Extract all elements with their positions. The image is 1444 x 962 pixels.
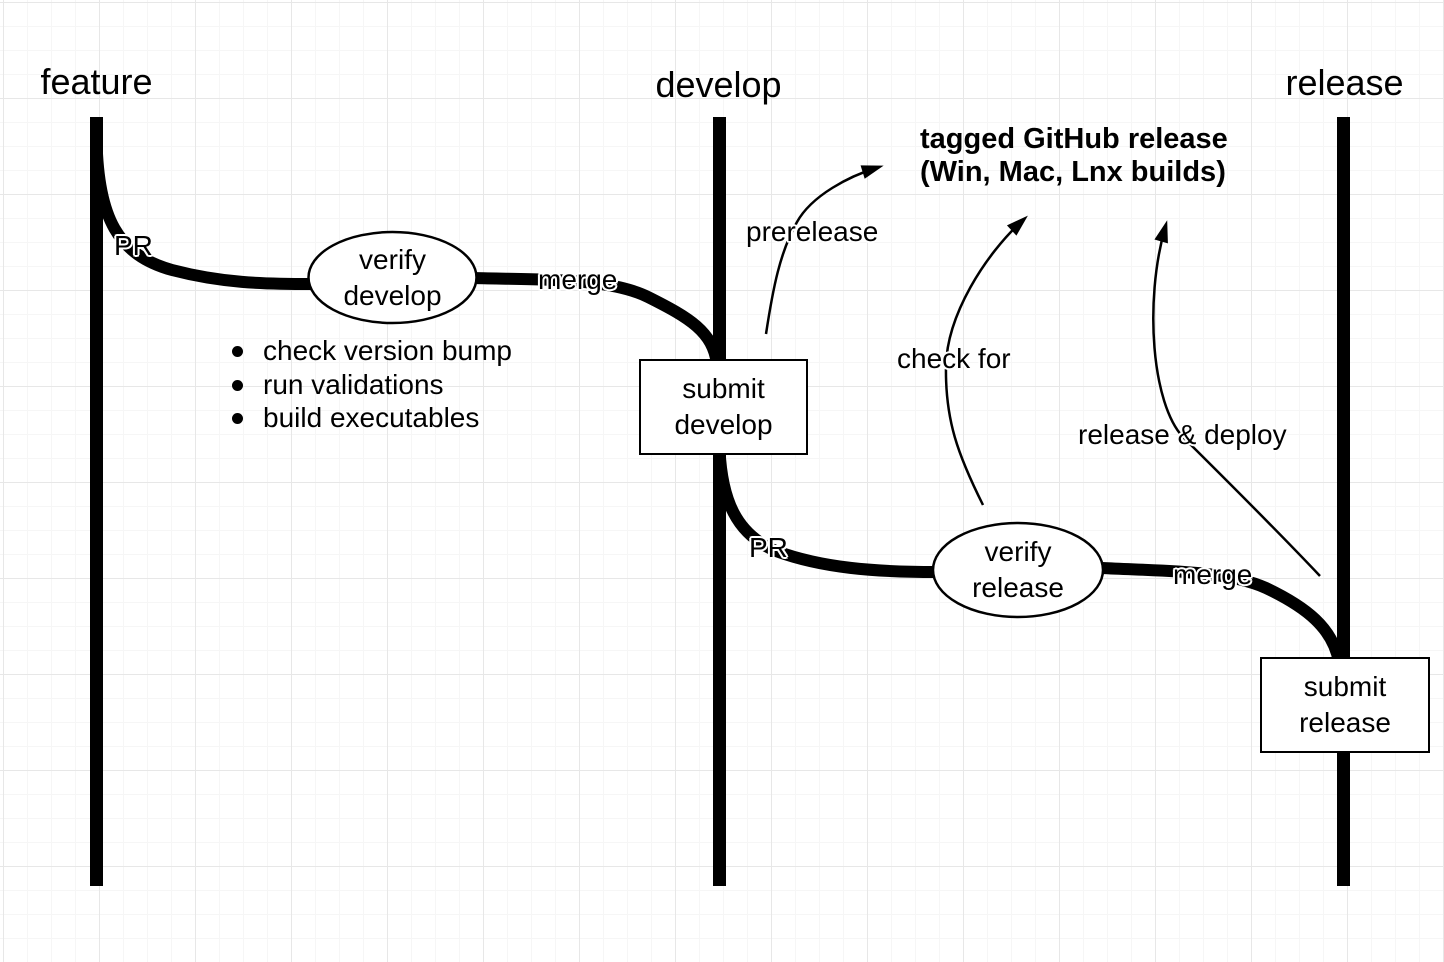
- release-deploy-arrow: [1152, 220, 1321, 577]
- verify-develop-ellipse: [307, 230, 478, 325]
- pr-label-feature: PR: [114, 230, 153, 261]
- submit-develop-node: submit develop: [639, 359, 808, 455]
- develop-branch-title: develop: [655, 64, 782, 105]
- verify-release-line1: verify: [984, 536, 1052, 567]
- submit-develop-line1: submit: [682, 373, 765, 404]
- tagged-release-annotation-line2: (Win, Mac, Lnx builds): [920, 156, 1226, 188]
- submit-release-line1: submit: [1303, 671, 1387, 702]
- pr-curve-develop-to-verify-release: [713, 449, 937, 578]
- verify-develop-line1: verify: [359, 243, 426, 275]
- prerelease-arrow: [764, 165, 884, 335]
- release-branch-title: release: [1285, 62, 1404, 103]
- checklist-item: check version bump: [227, 334, 512, 368]
- verify-develop-line2: develop: [343, 279, 442, 311]
- check-for-arrow: [944, 215, 1028, 506]
- checklist-item: run validations: [227, 368, 512, 402]
- merge-label-release: merge: [1173, 559, 1253, 590]
- submit-release-line2: release: [1299, 707, 1391, 738]
- release-deploy-label: release & deploy: [1078, 419, 1287, 450]
- check-for-label: check for: [897, 343, 1011, 374]
- pr-label-develop: PR: [749, 532, 788, 563]
- verify-release-line2: release: [972, 572, 1064, 603]
- merge-curve-verify-develop-to-develop: [473, 272, 723, 366]
- verify-develop-node: verify develop: [308, 232, 477, 323]
- merge-curve-verify-release-to-release: [1101, 562, 1345, 664]
- verify-release-node: verify release: [933, 523, 1103, 617]
- merge-label-develop: merge: [538, 264, 618, 295]
- feature-branch-title: feature: [40, 61, 153, 102]
- tagged-release-annotation-line1: tagged GitHub release: [920, 123, 1228, 155]
- submit-release-node: submit release: [1260, 657, 1430, 753]
- tagged-release-annotation: tagged GitHub release (Win, Mac, Lnx bui…: [920, 123, 1228, 189]
- verify-develop-checklist: check version bump run validations build…: [227, 334, 512, 435]
- checklist-item: build executables: [227, 401, 512, 435]
- submit-develop-line2: develop: [674, 409, 773, 440]
- prerelease-label: prerelease: [746, 216, 879, 247]
- pr-curve-feature-to-verify-develop: [90, 139, 313, 290]
- verify-release-ellipse: [931, 521, 1105, 619]
